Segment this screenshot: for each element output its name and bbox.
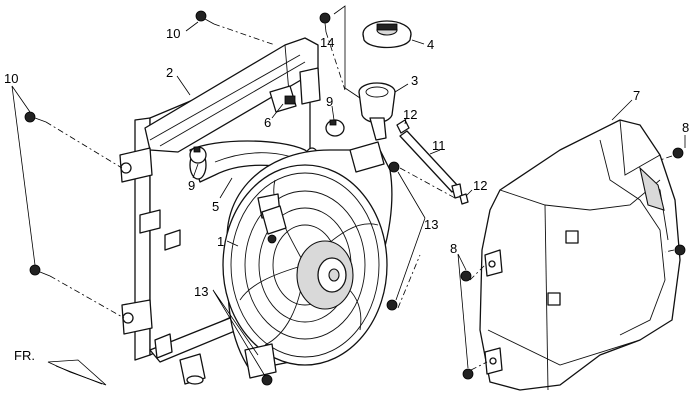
hose-clamp-right	[325, 119, 345, 137]
front-direction-arrow	[47, 359, 107, 386]
callout-6: 6	[264, 115, 271, 130]
callout-10-top: 10	[166, 26, 180, 41]
fan-bolt-lower-right	[386, 299, 398, 311]
fan-bolt-lower	[261, 374, 273, 386]
callout-12-lower: 12	[473, 178, 487, 193]
callout-9-right: 9	[326, 94, 333, 109]
hose-clip-lower	[459, 193, 469, 205]
radiator-bolt-lower-left	[29, 264, 51, 277]
callout-13-left: 13	[194, 284, 208, 299]
temperature-sensor	[269, 85, 297, 113]
callout-8-right: 8	[682, 120, 689, 135]
reservoir-bolt-upper-left	[460, 270, 472, 282]
assembly-lines	[45, 23, 675, 371]
callout-5: 5	[212, 199, 219, 214]
callout-14: 14	[320, 35, 334, 50]
callout-8-left: 8	[450, 241, 457, 256]
callout-4: 4	[427, 37, 434, 52]
overflow-hose	[399, 130, 463, 199]
callout-2: 2	[166, 65, 173, 80]
fan-bolt-left	[267, 234, 277, 244]
callout-12-upper: 12	[403, 107, 417, 122]
hose-clip-upper	[396, 119, 410, 134]
direction-label: FR.	[14, 348, 35, 363]
callout-10-left: 10	[4, 71, 18, 86]
callout-9-left: 9	[188, 178, 195, 193]
reservoir-bolt-lower-left	[462, 368, 474, 380]
leader-lines	[11, 5, 686, 377]
reservoir-bolt-upper-right	[672, 147, 684, 159]
callout-1: 1	[217, 234, 224, 249]
radiator-bolt-upper-left	[24, 111, 47, 123]
radiator-cap	[362, 20, 412, 49]
callout-7: 7	[633, 88, 640, 103]
callout-13-right: 13	[424, 217, 438, 232]
filler-neck	[358, 82, 396, 141]
reservoir-bolt-lower-right	[674, 244, 686, 256]
callout-3: 3	[411, 73, 418, 88]
fan-bolt-upper-right	[388, 161, 400, 173]
radiator-bolt-top	[195, 10, 215, 25]
coolant-reservoir	[479, 119, 681, 391]
callout-11: 11	[432, 138, 446, 153]
fan-assembly	[222, 141, 393, 379]
hose-clamp-left	[189, 146, 207, 164]
screw-14	[319, 12, 331, 33]
